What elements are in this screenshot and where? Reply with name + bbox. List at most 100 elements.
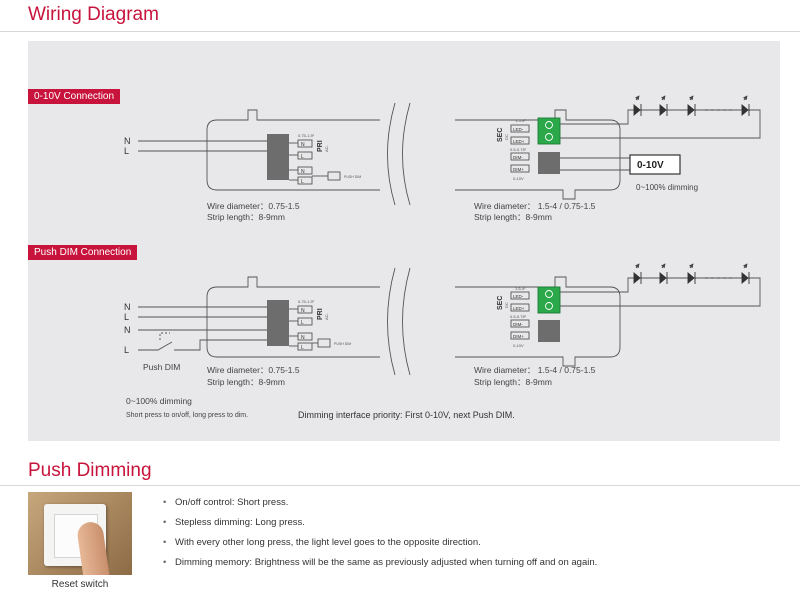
strip-length-right: Strip length：8-9mm bbox=[474, 377, 552, 387]
break-mark bbox=[402, 267, 411, 376]
pri-pin: N bbox=[301, 142, 305, 148]
pin-box bbox=[510, 124, 530, 133]
pin-box bbox=[510, 303, 530, 312]
title-divider bbox=[0, 31, 800, 32]
tag-push-dim-connection: Push DIM Connection bbox=[28, 245, 138, 260]
pri-pin: L bbox=[301, 320, 304, 326]
driver-housing bbox=[206, 109, 621, 200]
controller-label: 0-10V bbox=[637, 160, 664, 171]
pri-sub: AC- bbox=[324, 144, 329, 152]
pin-box bbox=[297, 317, 313, 326]
sec-note: 0-10V bbox=[513, 176, 524, 181]
sec-pin: LED+ bbox=[513, 306, 525, 311]
sec-spec-top: 1.5-4² bbox=[515, 286, 526, 291]
diagram-panel bbox=[28, 41, 780, 441]
pin-box bbox=[297, 139, 313, 148]
pri-label: PRI bbox=[317, 308, 324, 320]
diagram-push-dim bbox=[138, 263, 761, 376]
wire-diameter-left: Wire diameter：0.75-1.5 bbox=[207, 201, 300, 211]
sec-pin: DIM+ bbox=[513, 334, 524, 339]
sec-spec-top: 1.5-4² bbox=[515, 118, 526, 123]
wire-diameter-right: Wire diameter： 1.5-4 / 0.75-1.5 bbox=[474, 365, 596, 375]
break-mark bbox=[387, 267, 396, 376]
tag-0-10v-connection: 0-10V Connection bbox=[28, 89, 121, 104]
input-n-label: N bbox=[124, 136, 131, 146]
sec-sub: DC bbox=[504, 134, 509, 140]
sec-led-terminal bbox=[537, 286, 561, 314]
pri-sub: AC- bbox=[324, 312, 329, 320]
pin-box bbox=[297, 305, 313, 314]
list-item: •On/off control: Short press. bbox=[163, 497, 289, 508]
input-l-label: L bbox=[124, 146, 129, 156]
pri-pin: L bbox=[301, 179, 304, 185]
pin-box bbox=[297, 166, 313, 175]
sec-pin: DIM+ bbox=[513, 167, 524, 172]
diagram-0-10v bbox=[138, 95, 761, 206]
pin-box bbox=[510, 136, 530, 145]
pri-terminal bbox=[267, 134, 289, 180]
sec-spec-bottom: 0.5-0.75² bbox=[510, 147, 527, 152]
short-press-note: Short press to on/off, long press to dim… bbox=[126, 412, 248, 419]
pin-box bbox=[297, 332, 313, 341]
pri-label: PRI bbox=[317, 140, 324, 152]
pin-box bbox=[510, 291, 530, 300]
wiring-diagram: N L 0.75-1.5² N L N L PUSH DIM PRI AC- S… bbox=[124, 95, 761, 420]
push-switch-wire bbox=[138, 339, 268, 351]
strip-length-right: Strip length：8-9mm bbox=[474, 212, 552, 222]
push-dimming-title: Push Dimming bbox=[28, 460, 152, 481]
dim-range-label: 0~100% dimming bbox=[636, 183, 698, 192]
photo-caption: Reset switch bbox=[51, 579, 109, 590]
push-switch-actuator bbox=[159, 332, 170, 340]
pri-pin: N bbox=[301, 335, 305, 341]
sec-label: SEC bbox=[497, 296, 504, 310]
pri-pin: N bbox=[301, 169, 305, 175]
input-l-label: L bbox=[124, 345, 129, 355]
pin-box bbox=[297, 151, 313, 160]
reset-switch-photo bbox=[28, 492, 132, 575]
sec-pin: LED+ bbox=[513, 139, 525, 144]
pin-box bbox=[297, 342, 313, 351]
pri-pin: L bbox=[301, 154, 304, 160]
push-dim-label: Push DIM bbox=[143, 362, 180, 372]
pin-box bbox=[297, 176, 313, 185]
pin-box bbox=[510, 319, 530, 328]
sec-label: SEC bbox=[497, 128, 504, 142]
sec-pin: LED- bbox=[513, 294, 524, 299]
bullet-text: With every other long press, the light l… bbox=[175, 537, 481, 548]
input-n-label: N bbox=[124, 325, 131, 335]
list-item: •Dimming memory: Brightness will be the … bbox=[163, 557, 598, 568]
pri-pin: N bbox=[301, 308, 305, 314]
pri-terminal bbox=[267, 300, 289, 346]
list-item: •Stepless dimming: Long press. bbox=[163, 517, 305, 528]
strip-length-left: Strip length：8-9mm bbox=[207, 377, 285, 387]
pri-pin: L bbox=[301, 345, 304, 351]
priority-note: Dimming interface priority: First 0-10V,… bbox=[298, 410, 515, 420]
sec-led-terminal bbox=[537, 117, 561, 145]
title-divider bbox=[0, 485, 800, 486]
sec-sub: DC bbox=[504, 302, 509, 308]
bullet-text: Stepless dimming: Long press. bbox=[175, 517, 305, 528]
pri-spec: 0.75-1.5² bbox=[298, 133, 315, 138]
input-n-label: N bbox=[124, 302, 131, 312]
sec-spec-bottom: 0.5-0.75² bbox=[510, 314, 527, 319]
controller-box bbox=[629, 154, 681, 175]
pin-box bbox=[327, 171, 341, 181]
sec-pin: DIM- bbox=[513, 155, 523, 160]
pin-box bbox=[510, 152, 530, 161]
sec-dim-terminal bbox=[538, 152, 560, 174]
wire-diameter-right: Wire diameter： 1.5-4 / 0.75-1.5 bbox=[474, 201, 596, 211]
wiring-diagram-title: Wiring Diagram bbox=[28, 4, 159, 25]
push-dimming-list: •On/off control: Short press. •Stepless … bbox=[163, 493, 597, 573]
sec-note: 0-10V bbox=[513, 343, 524, 348]
bullet-text: On/off control: Short press. bbox=[175, 497, 289, 508]
pin-box bbox=[510, 164, 530, 173]
list-item: •With every other long press, the light … bbox=[163, 537, 481, 548]
break-mark bbox=[402, 102, 411, 206]
pin-box bbox=[510, 331, 530, 340]
sec-pin: DIM- bbox=[513, 322, 523, 327]
push-dim-note: PUSH DIM bbox=[334, 342, 351, 346]
bullet-text: Dimming memory: Brightness will be the s… bbox=[175, 557, 598, 568]
strip-length-left: Strip length：8-9mm bbox=[207, 212, 285, 222]
led-string bbox=[633, 95, 750, 116]
wire-diameter-left: Wire diameter：0.75-1.5 bbox=[207, 365, 300, 375]
